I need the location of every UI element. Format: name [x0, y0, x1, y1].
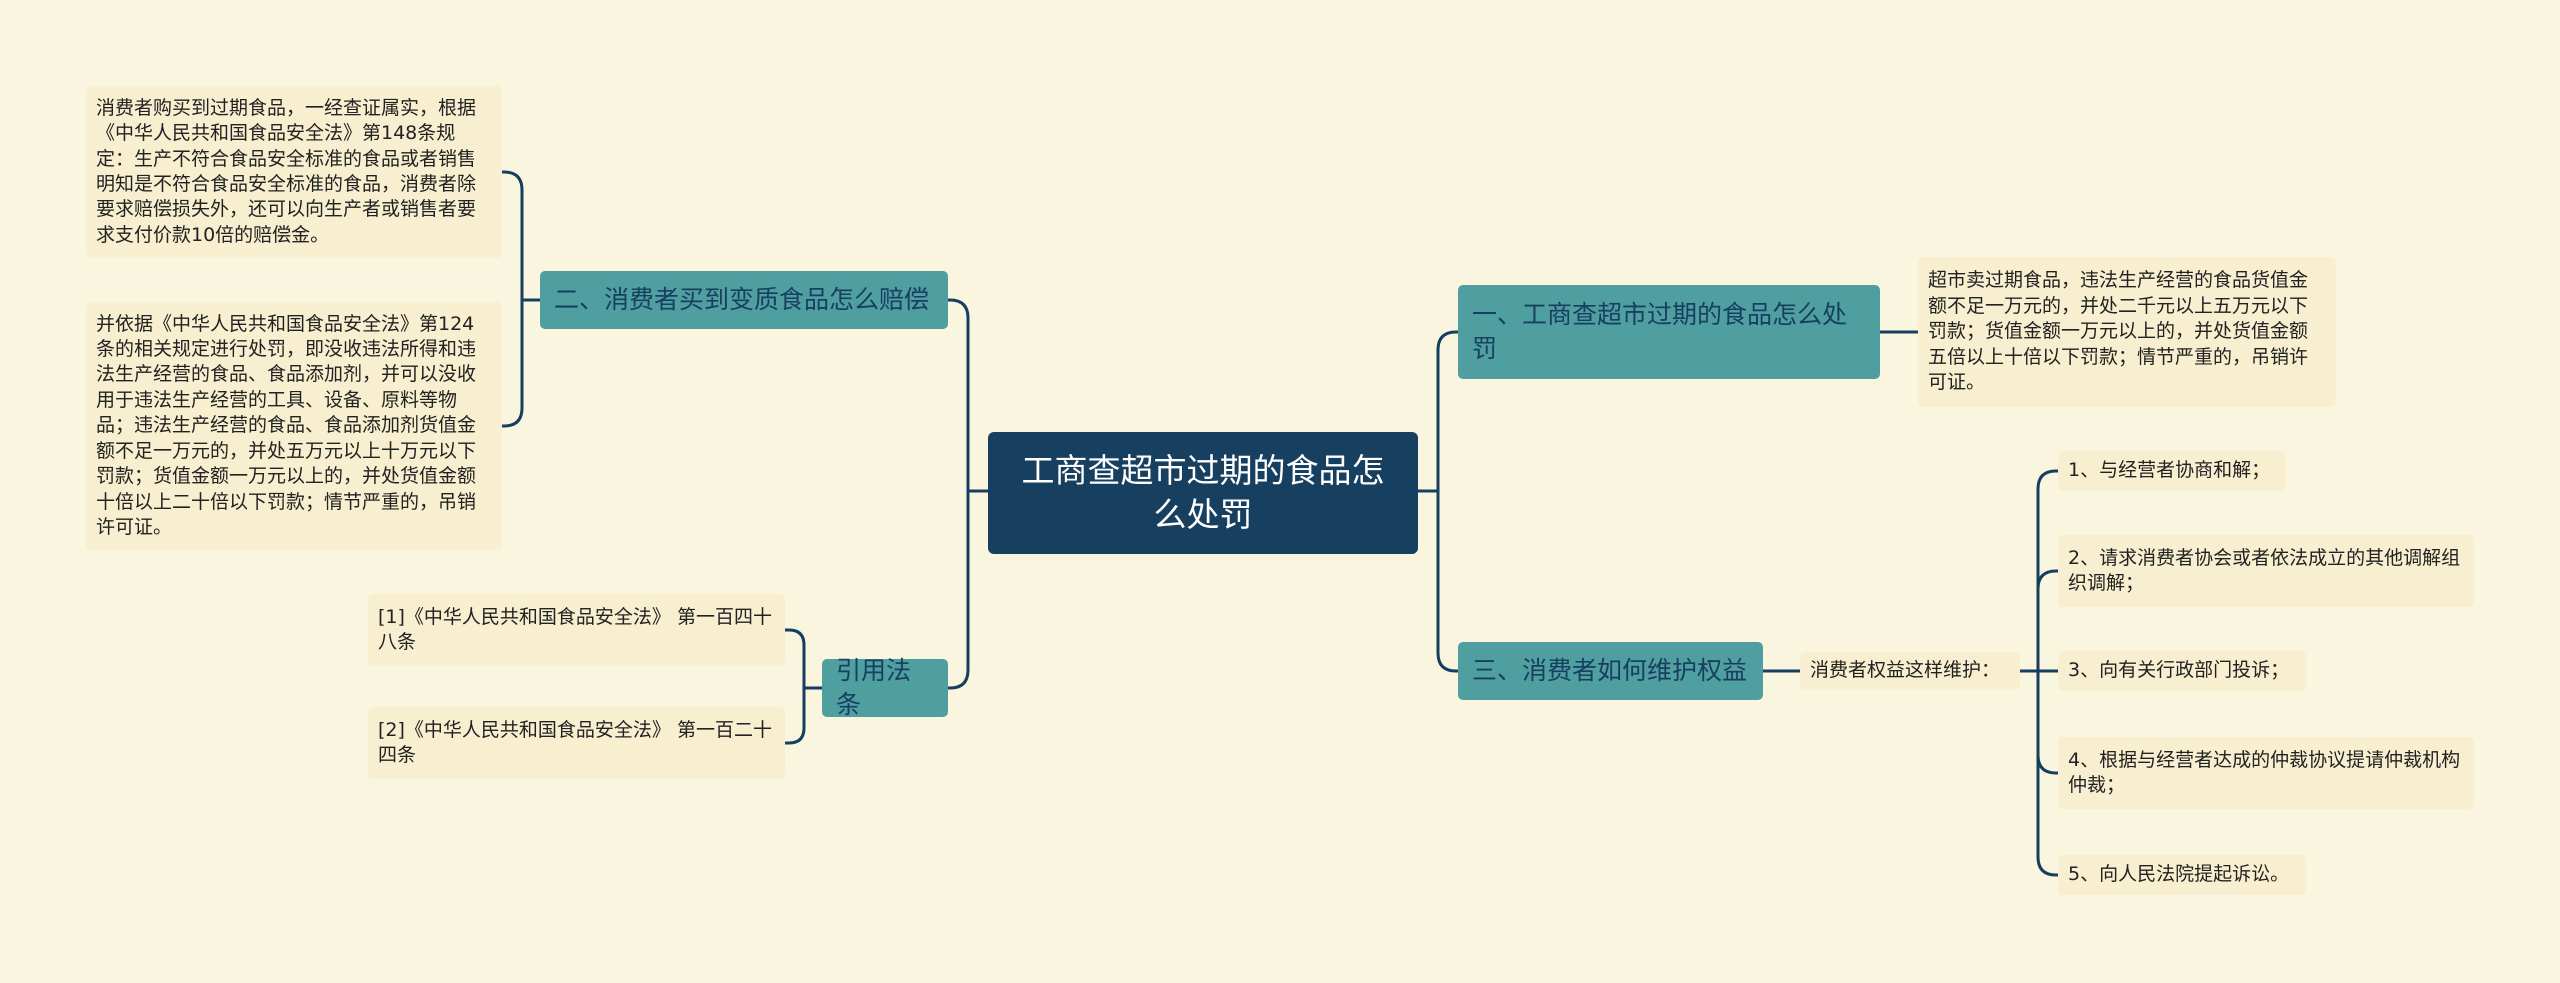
list-item-text: 2、请求消费者协会或者依法成立的其他调解组织调解； [2068, 546, 2461, 594]
branch-citations[interactable]: 引用法条 [822, 656, 948, 719]
leaf-compensation-detail-1[interactable]: 消费者购买到过期食品，一经查证属实，根据《中华人民共和国食品安全法》第148条规… [86, 86, 502, 258]
link-item-1 [2036, 469, 2060, 673]
leaf-citation-1-text: [1]《中华人民共和国食品安全法》 第一百四十八条 [378, 605, 772, 653]
list-item-text: 1、与经营者协商和解； [2068, 459, 2271, 482]
link-b4-ref2 [783, 686, 806, 745]
leaf-citation-2[interactable]: [2]《中华人民共和国食品安全法》 第一百二十四条 [368, 707, 785, 779]
list-item[interactable]: 5、向人民法院提起诉讼。 [2058, 855, 2306, 895]
branch-penalty[interactable]: 一、工商查超市过期的食品怎么处罚 [1458, 285, 1880, 379]
leaf-rights-sub[interactable]: 消费者权益这样维护： [1800, 652, 2020, 690]
link-root-b1 [1416, 330, 1460, 493]
branch-rights[interactable]: 三、消费者如何维护权益 [1458, 642, 1763, 700]
link-item-2 [2036, 569, 2060, 673]
list-item[interactable]: 2、请求消费者协会或者依法成立的其他调解组织调解； [2058, 535, 2474, 607]
list-item[interactable]: 4、根据与经营者达成的仲裁协议提请仲裁机构仲裁； [2058, 737, 2474, 809]
link-root-b4 [946, 489, 990, 690]
branch-compensation-label: 二、消费者买到变质食品怎么赔偿 [554, 285, 930, 314]
list-item[interactable]: 3、向有关行政部门投诉； [2058, 651, 2306, 691]
leaf-penalty-detail[interactable]: 超市卖过期食品，违法生产经营的食品货值金额不足一万元的，并处二千元以上五万元以下… [1918, 257, 2336, 407]
list-item-text: 3、向有关行政部门投诉； [2068, 659, 2290, 682]
list-item-text: 4、根据与经营者达成的仲裁协议提请仲裁机构仲裁； [2068, 748, 2461, 796]
link-root-b3 [1416, 489, 1460, 673]
root-topic-label: 工商查超市过期的食品怎么处罚 [1021, 451, 1385, 534]
branch-compensation[interactable]: 二、消费者买到变质食品怎么赔偿 [540, 271, 948, 329]
link-item-4 [2036, 669, 2060, 775]
link-b2-detail1 [500, 170, 524, 302]
list-item[interactable]: 1、与经营者协商和解； [2058, 451, 2286, 491]
link-root-b2 [946, 298, 990, 493]
leaf-citation-2-text: [2]《中华人民共和国食品安全法》 第一百二十四条 [378, 718, 772, 766]
leaf-compensation-detail-2[interactable]: 并依据《中华人民共和国食品安全法》第124条的相关规定进行处罚，即没收违法所得和… [86, 302, 502, 550]
list-item-text: 5、向人民法院提起诉讼。 [2068, 863, 2290, 886]
branch-penalty-label: 一、工商查超市过期的食品怎么处罚 [1472, 300, 1848, 363]
branch-rights-label: 三、消费者如何维护权益 [1472, 656, 1748, 685]
leaf-compensation-detail-2-text: 并依据《中华人民共和国食品安全法》第124条的相关规定进行处罚，即没收违法所得和… [96, 312, 477, 538]
leaf-compensation-detail-1-text: 消费者购买到过期食品，一经查证属实，根据《中华人民共和国食品安全法》第148条规… [96, 96, 477, 246]
root-topic[interactable]: 工商查超市过期的食品怎么处罚 [988, 432, 1418, 554]
link-item-5 [2036, 669, 2060, 877]
link-b4-ref1 [783, 628, 806, 690]
link-b2-detail2 [500, 298, 524, 428]
leaf-rights-sub-text: 消费者权益这样维护： [1810, 659, 2001, 682]
branch-citations-label: 引用法条 [836, 656, 912, 719]
leaf-penalty-detail-text: 超市卖过期食品，违法生产经营的食品货值金额不足一万元的，并处二千元以上五万元以下… [1928, 269, 2309, 394]
leaf-citation-1[interactable]: [1]《中华人民共和国食品安全法》 第一百四十八条 [368, 594, 785, 666]
